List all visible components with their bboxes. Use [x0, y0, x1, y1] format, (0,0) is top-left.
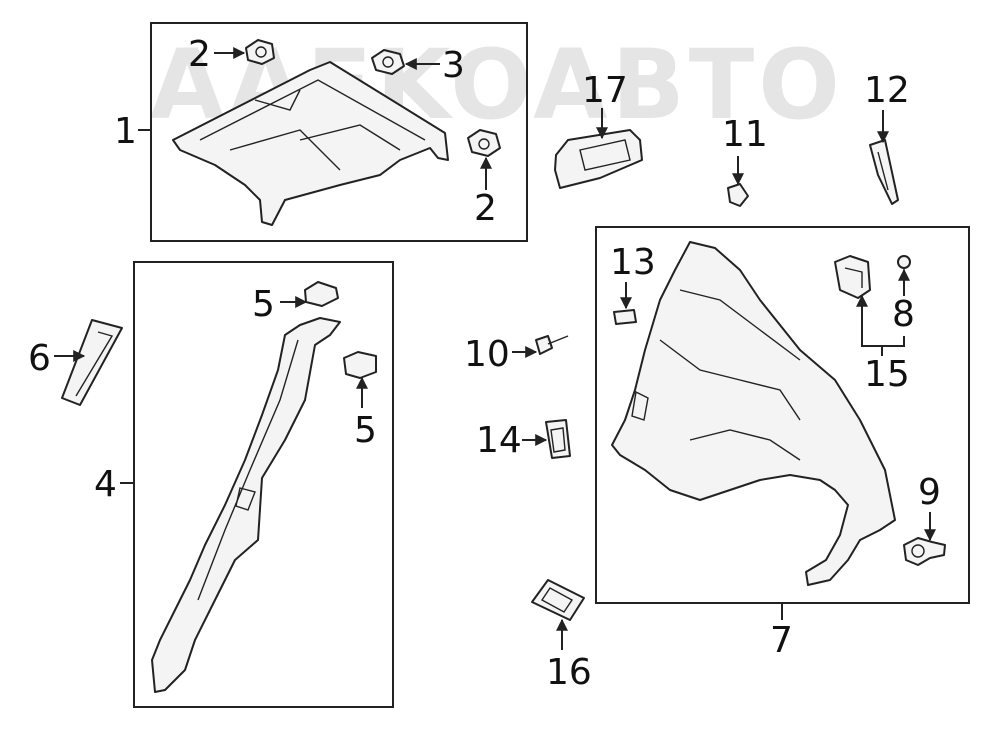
- part-9-clip: [903, 537, 946, 566]
- part-16-pad: [531, 579, 585, 621]
- part-6-strip: [61, 319, 123, 406]
- part-14-clip: [545, 419, 571, 459]
- part-1-rear-shelf: [172, 61, 449, 226]
- callout-6: 6: [28, 338, 51, 379]
- part-17-bracket: [554, 129, 643, 189]
- part-2-clip-bottom: [467, 129, 501, 157]
- part-3-clip: [371, 49, 405, 75]
- group-frame-4: [133, 261, 394, 708]
- part-2-clip-top: [245, 39, 275, 65]
- part-10-bolt: [535, 335, 569, 355]
- callout-10: 10: [464, 334, 510, 375]
- callout-16: 16: [546, 652, 592, 693]
- part-4-pillar-trim: [151, 317, 341, 693]
- callout-9: 9: [918, 472, 941, 513]
- part-8-pin: [897, 255, 911, 278]
- callout-5-upper: 5: [252, 284, 275, 325]
- leader-lines: [54, 47, 936, 650]
- callout-13: 13: [610, 242, 656, 283]
- callout-11: 11: [722, 114, 768, 155]
- callout-8: 8: [892, 294, 915, 335]
- callout-4: 4: [94, 464, 117, 505]
- part-12-strip: [869, 139, 899, 205]
- callout-3: 3: [442, 45, 465, 86]
- callout-17: 17: [582, 70, 628, 111]
- part-11-nut: [727, 183, 749, 207]
- part-5-clip-lower: [343, 351, 377, 379]
- callout-14: 14: [476, 420, 522, 461]
- callout-5-lower: 5: [354, 410, 377, 451]
- callout-2-bottom: 2: [474, 188, 497, 229]
- part-13-clip: [613, 309, 637, 325]
- part-7-quarter-panel: [611, 241, 896, 586]
- callout-12: 12: [864, 70, 910, 111]
- callout-7: 7: [770, 620, 793, 661]
- group-frame-1: [150, 22, 528, 242]
- callout-2-top: 2: [188, 34, 211, 75]
- callout-1: 1: [114, 111, 137, 152]
- part-15-bracket: [834, 255, 871, 299]
- part-5-clip-upper: [304, 281, 339, 307]
- callout-15: 15: [864, 354, 910, 395]
